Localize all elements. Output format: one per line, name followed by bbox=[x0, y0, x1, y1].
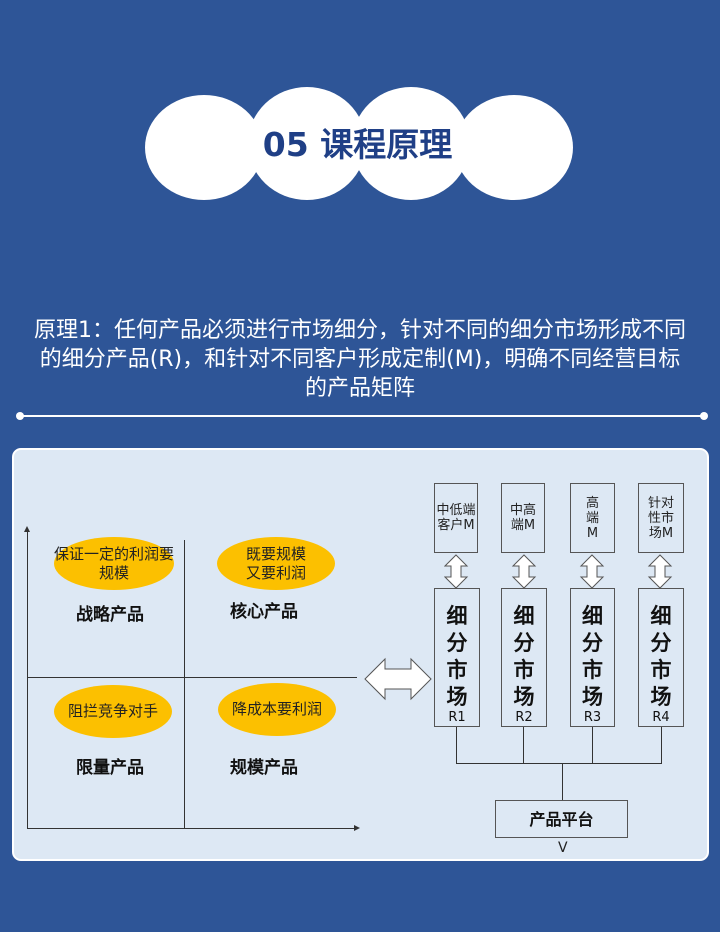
segment-code: R1 bbox=[448, 710, 466, 725]
customer-box: 中低端客户M bbox=[434, 483, 478, 553]
customer-box: 高端M bbox=[570, 483, 615, 553]
vertical-double-arrow-icon bbox=[511, 554, 537, 589]
segment-label: 细分市场 bbox=[582, 604, 603, 709]
quadrant-divider-horizontal bbox=[27, 677, 357, 678]
customer-box: 中高端M bbox=[501, 483, 545, 553]
page-title: 05 课程原理 bbox=[262, 125, 453, 164]
segment-code: R2 bbox=[515, 710, 533, 725]
double-arrow-icon bbox=[364, 657, 432, 701]
quadrant-goal: 降成本要利润 bbox=[218, 683, 336, 736]
quadrant-goal: 阻拦竞争对手 bbox=[54, 685, 172, 738]
segment-label: 细分市场 bbox=[513, 604, 535, 709]
quadrant-goal: 既要规模又要利润 bbox=[217, 537, 335, 590]
y-axis-arrow-icon bbox=[24, 526, 30, 532]
quadrant-label: 核心产品 bbox=[230, 602, 298, 622]
segment-code: R4 bbox=[652, 710, 670, 725]
x-axis-arrow-icon bbox=[354, 825, 360, 831]
quadrant-label: 限量产品 bbox=[76, 758, 144, 778]
quadrant-divider-vertical bbox=[184, 540, 185, 828]
principle-description: 原理1：任何产品必须进行市场细分，针对不同的细分市场形成不同的细分产品(R)，和… bbox=[34, 318, 686, 401]
vertical-double-arrow-icon bbox=[647, 554, 673, 589]
quadrant-label: 战略产品 bbox=[76, 605, 144, 625]
divider bbox=[20, 415, 704, 417]
x-axis bbox=[27, 828, 355, 829]
customer-box: 针对性市场M bbox=[638, 483, 684, 553]
vertical-double-arrows bbox=[444, 554, 673, 589]
segment-label: 细分市场 bbox=[446, 604, 468, 709]
segment-label: 细分市场 bbox=[650, 604, 672, 709]
quadrant-label: 规模产品 bbox=[230, 758, 298, 778]
y-axis bbox=[27, 530, 28, 829]
vertical-double-arrow-icon bbox=[579, 554, 605, 589]
divider-dot bbox=[16, 412, 24, 420]
divider-dot bbox=[700, 412, 708, 420]
segment-code: R3 bbox=[583, 710, 602, 725]
product-platform-box: 产品平台 bbox=[495, 800, 628, 838]
vertical-double-arrow-icon bbox=[444, 554, 469, 589]
platform-code: V bbox=[558, 840, 568, 856]
quadrant-goal: 保证一定的利润要规模 bbox=[54, 537, 174, 590]
